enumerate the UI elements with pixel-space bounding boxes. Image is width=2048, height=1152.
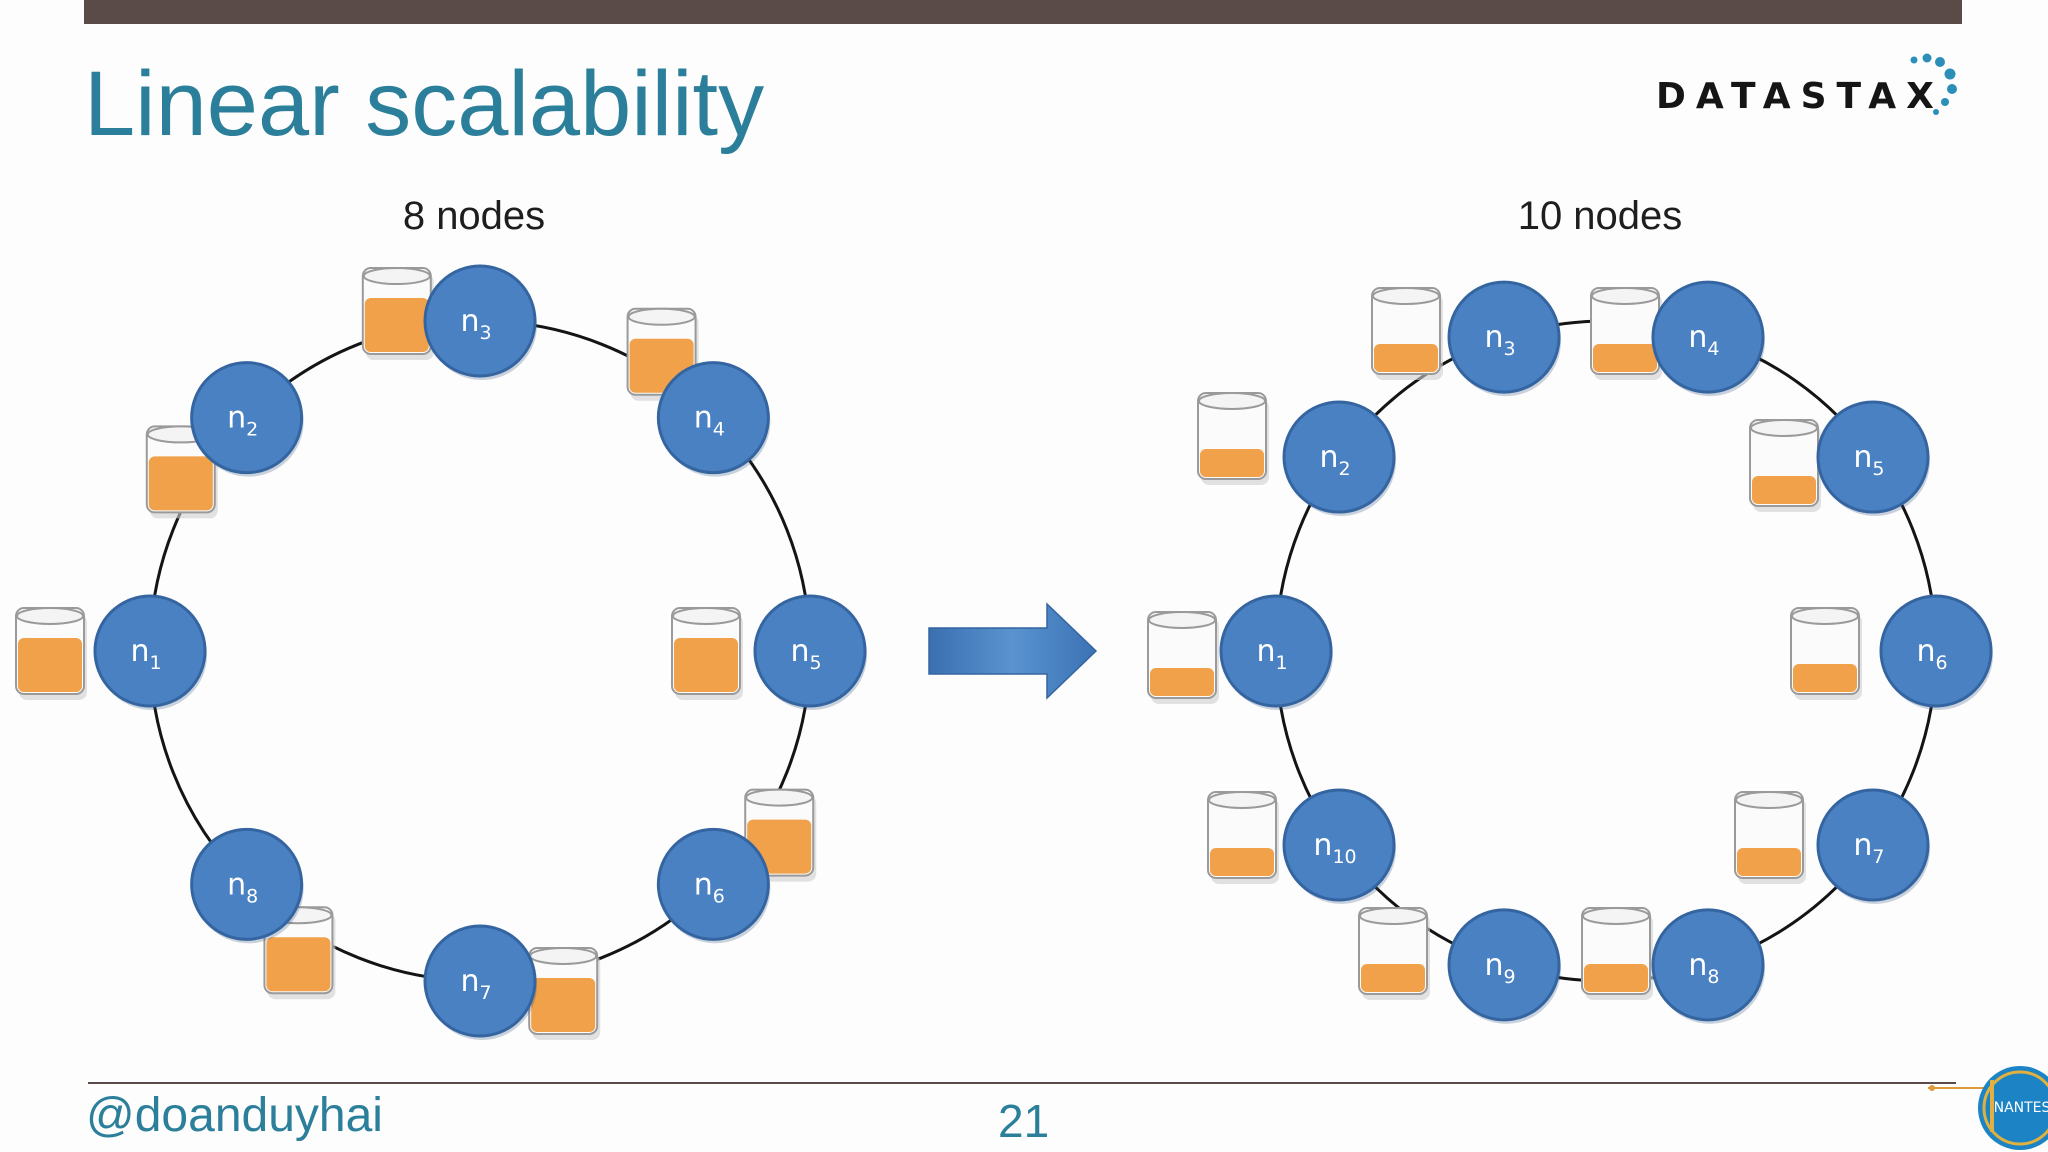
node-label: n9	[1484, 948, 1515, 988]
datastax-logo: DATASTAX	[1656, 52, 1976, 128]
node-label: n6	[694, 867, 725, 907]
fill-level	[1793, 664, 1857, 692]
node-3: n3	[423, 264, 537, 380]
storage-cup	[1734, 791, 1806, 884]
fill-level	[1584, 964, 1648, 992]
storage-cup	[1147, 611, 1219, 704]
fill-level	[1200, 449, 1264, 477]
footer-handle: @doanduyhai	[86, 1089, 383, 1142]
node-8: n8	[190, 827, 304, 944]
node-3: n3	[1447, 280, 1562, 397]
fill-level	[674, 638, 738, 692]
node-1: n1	[1219, 594, 1333, 710]
fill-level	[148, 456, 213, 511]
storage-cup	[671, 607, 743, 700]
footer-rule	[88, 1082, 1956, 1084]
fill-level	[1737, 848, 1801, 876]
conference-badge-icon: NANTES	[1928, 1066, 2048, 1150]
fill-level	[364, 298, 429, 353]
node-2: n2	[1282, 400, 1397, 517]
fill-level	[266, 937, 331, 992]
node-8: n8	[1651, 908, 1765, 1024]
storage-cup	[1197, 392, 1269, 485]
node-4: n4	[1651, 280, 1765, 397]
node-9: n9	[1447, 908, 1562, 1024]
fill-level	[531, 977, 596, 1032]
storage-cup	[1590, 287, 1662, 380]
fill-level	[1752, 476, 1816, 504]
node-label: n5	[790, 634, 821, 674]
storage-cup	[1581, 907, 1653, 1000]
storage-cup	[1749, 419, 1821, 512]
ring-10-nodes: n1 n2 n3 n4 n5 n6 n7 n8 n9 n10	[1147, 280, 1993, 1024]
node-label: n8	[1688, 948, 1719, 988]
storage-cup	[15, 607, 87, 700]
node-10: n10	[1282, 788, 1397, 904]
node-5: n5	[1816, 400, 1930, 517]
top-bar	[84, 0, 1962, 24]
logo-text: DATASTAX	[1656, 76, 1944, 117]
caption-8-nodes: 8 nodes	[403, 194, 545, 238]
node-7: n7	[1816, 788, 1930, 904]
node-label: n3	[1484, 320, 1515, 360]
node-4: n4	[656, 361, 771, 477]
slide-title: Linear scalability	[84, 53, 765, 155]
storage-cup	[263, 906, 336, 1000]
scale-arrow-icon	[928, 602, 1098, 700]
storage-cup	[145, 425, 218, 519]
storage-cup	[1207, 791, 1279, 884]
fill-level	[1374, 344, 1438, 372]
ring-8-nodes: n1 n2 n3 n4 n5 n6 n7 n8	[15, 264, 867, 1040]
caption-10-nodes: 10 nodes	[1518, 194, 1683, 238]
node-7: n7	[423, 924, 537, 1040]
fill-level	[1210, 848, 1274, 876]
fill-level	[18, 638, 82, 692]
fill-level	[1150, 668, 1214, 696]
page-number: 21	[998, 1095, 1050, 1147]
storage-cup	[1371, 287, 1443, 380]
storage-cup	[1790, 607, 1862, 700]
node-2: n2	[190, 361, 304, 477]
fill-level	[1361, 964, 1425, 992]
logo-dots-icon	[1910, 53, 1957, 115]
node-6: n6	[656, 827, 771, 944]
node-6: n6	[1879, 594, 1993, 710]
node-5: n5	[753, 594, 867, 710]
storage-cup	[528, 946, 601, 1040]
storage-cup	[1358, 907, 1430, 1000]
storage-cup	[361, 267, 434, 361]
fill-level	[1593, 344, 1657, 372]
badge-text: NANTES	[1994, 1100, 2048, 1116]
node-1: n1	[93, 594, 207, 710]
